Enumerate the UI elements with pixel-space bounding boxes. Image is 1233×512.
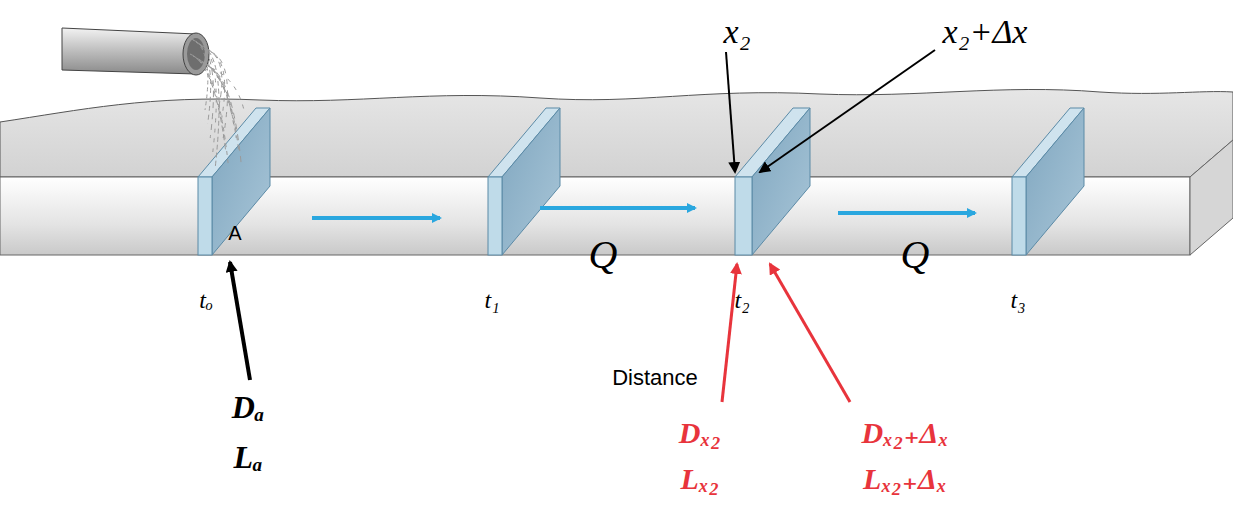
time-label: t₃ bbox=[1010, 287, 1025, 313]
time-label: t₁ bbox=[484, 287, 499, 313]
stream-streak bbox=[196, 58, 231, 110]
stream-streak bbox=[190, 38, 208, 110]
stream-streak bbox=[208, 66, 241, 166]
axis-label: Distance bbox=[612, 366, 698, 390]
flow-label: Q bbox=[589, 233, 618, 277]
position-label: x₂ bbox=[724, 13, 751, 50]
stream-streak bbox=[211, 52, 228, 138]
deficit-label: Dₐ bbox=[232, 390, 265, 425]
section-label: A bbox=[228, 222, 241, 244]
stream-streak bbox=[196, 42, 213, 138]
outfall-pipe bbox=[62, 28, 209, 75]
section-slab bbox=[1012, 108, 1084, 255]
deficit-label: Dₓ₂ bbox=[679, 416, 721, 449]
flow-arrow bbox=[838, 211, 975, 215]
stream-streak bbox=[190, 54, 226, 152]
leader-arrow bbox=[722, 264, 737, 402]
bod-label: Lₓ₂ bbox=[681, 462, 720, 495]
section-slab bbox=[488, 108, 560, 255]
leader-arrow bbox=[770, 264, 850, 402]
stream-streak bbox=[211, 68, 244, 110]
stream-streak bbox=[202, 62, 236, 138]
flow-arrow bbox=[540, 206, 695, 210]
flow-label: Q bbox=[901, 233, 930, 277]
time-label: t₂ bbox=[734, 287, 749, 313]
deficit-label: Dₓ₂₊Δₓ bbox=[861, 416, 948, 449]
section-slab bbox=[735, 108, 810, 255]
bod-label: Lₐ bbox=[233, 440, 262, 475]
flow-arrow bbox=[312, 216, 440, 220]
section-slab bbox=[198, 108, 270, 255]
leader-arrow bbox=[726, 52, 735, 172]
leader-arrow bbox=[230, 262, 250, 380]
time-label: tₒ bbox=[199, 287, 213, 313]
stream-streak bbox=[205, 64, 239, 152]
stream-streak bbox=[199, 60, 234, 124]
position-label: x₂+Δx bbox=[943, 13, 1028, 50]
stream-streak bbox=[202, 46, 219, 166]
discharge-stream bbox=[190, 38, 244, 166]
stream-streak bbox=[193, 56, 228, 166]
leader-arrow bbox=[760, 50, 935, 172]
bod-label: Lₓ₂₊Δₓ bbox=[863, 462, 947, 495]
stream-streak bbox=[208, 50, 225, 124]
channel-end bbox=[1190, 140, 1233, 255]
